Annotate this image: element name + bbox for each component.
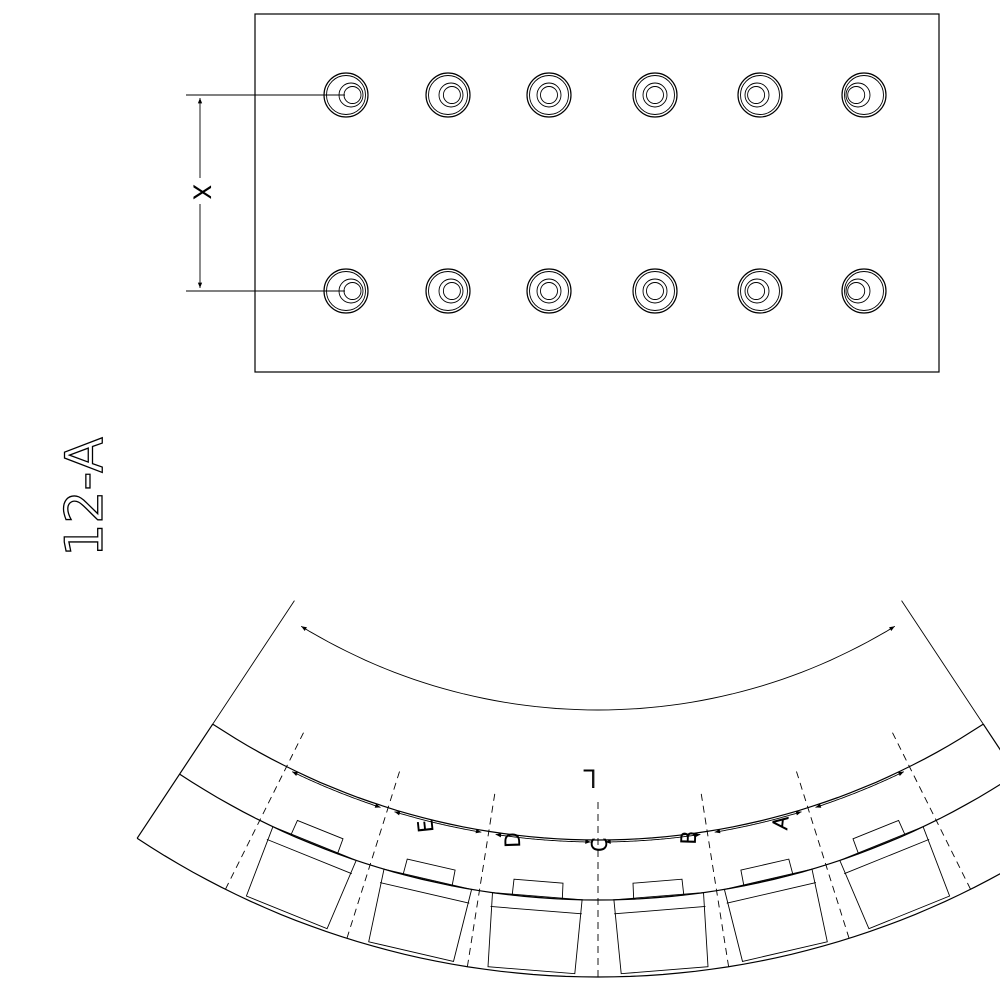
segment-label-b: B xyxy=(676,831,700,845)
top-view: X xyxy=(186,13,940,373)
dimension-x-label: X xyxy=(188,184,213,199)
rivet-icon xyxy=(737,268,783,314)
side-dimensions xyxy=(211,600,985,980)
rivet-icon xyxy=(526,72,572,118)
dimension-l-label: L xyxy=(583,764,596,792)
lining-end xyxy=(136,723,214,839)
lining-plate-outline xyxy=(254,13,940,373)
segment-divider xyxy=(223,732,304,893)
rivet-icon xyxy=(841,72,887,118)
extension-line xyxy=(211,600,295,726)
segment-dimension xyxy=(605,833,701,844)
rivet-icon xyxy=(737,72,783,118)
rivet-icon xyxy=(425,72,471,118)
segment-dimension xyxy=(394,811,482,834)
lining-mid-edge xyxy=(179,773,1000,901)
side-view: L E D C B A xyxy=(136,600,1000,980)
rivet-profile xyxy=(245,819,357,930)
segment-divider xyxy=(466,793,496,970)
segment-label-e: E xyxy=(413,819,438,834)
segment-label-a: A xyxy=(768,814,793,830)
segment-dimension xyxy=(292,771,381,808)
side-rivets xyxy=(245,819,951,975)
rivet-profile xyxy=(487,878,583,975)
rivet-icon xyxy=(841,268,887,314)
segment-dimension xyxy=(815,771,904,808)
rivet-icon xyxy=(526,268,572,314)
rivet-grid xyxy=(323,72,887,314)
rivet-profile xyxy=(368,858,473,962)
lining-end xyxy=(982,723,1000,751)
segment-divider xyxy=(892,732,973,893)
segment-divider xyxy=(700,793,730,970)
segment-divider xyxy=(796,771,851,942)
rivet-icon xyxy=(632,268,678,314)
rivet-profile xyxy=(723,858,828,962)
rivet-profile xyxy=(613,878,709,975)
extension-line xyxy=(901,600,985,726)
dimension-x: X xyxy=(186,94,345,292)
rivet-profile xyxy=(839,819,951,930)
segment-dimension xyxy=(495,833,591,844)
rivet-icon xyxy=(425,268,471,314)
segment-label-c: C xyxy=(588,838,612,852)
part-id-label: 12-A xyxy=(55,437,115,557)
segment-divider xyxy=(345,771,400,942)
segment-label-d: D xyxy=(500,832,525,848)
lining-bottom-edge xyxy=(136,837,1000,978)
segment-dimension xyxy=(714,811,802,834)
dimension-l-arc xyxy=(300,625,896,711)
rivet-icon xyxy=(632,72,678,118)
